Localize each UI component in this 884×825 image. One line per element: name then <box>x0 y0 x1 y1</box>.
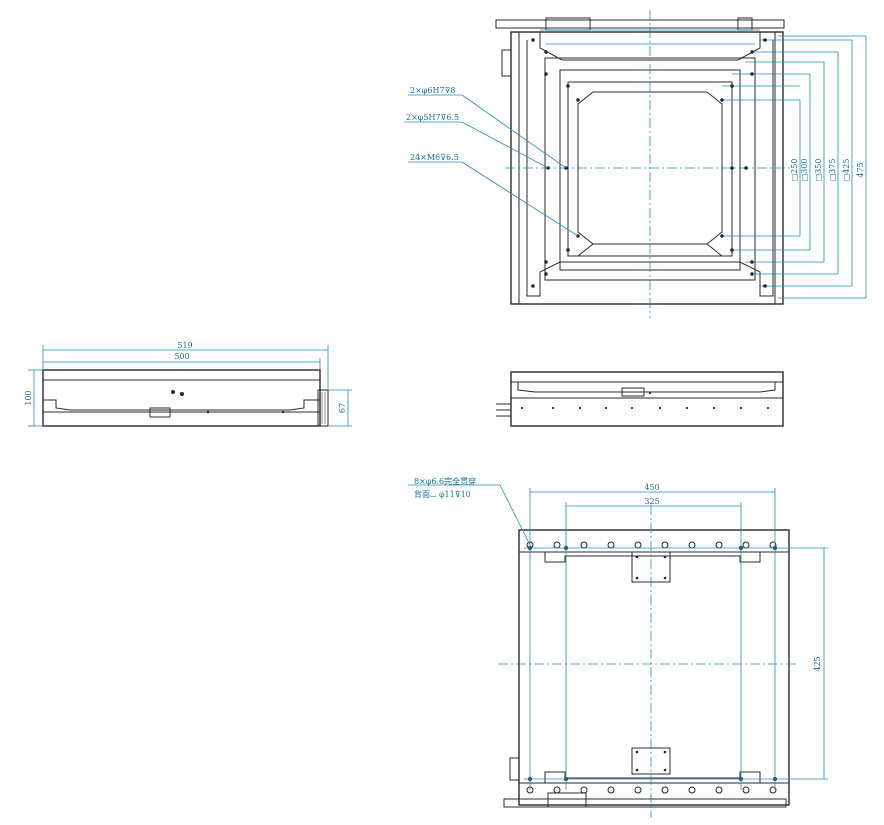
bottom-holes-bottom-row <box>526 786 777 794</box>
bottom-through-holes <box>528 546 777 781</box>
plan-view-top: □250 □300 □350 □375 □425 475 <box>404 10 867 318</box>
dim-500: 500 <box>174 352 189 361</box>
dim-450: 450 <box>644 483 659 492</box>
side-view-right <box>496 371 784 427</box>
callout-6h7: 2×φ6H7⊽8 <box>410 86 456 95</box>
side-handle <box>501 49 511 77</box>
side-body <box>510 371 784 427</box>
callout-5h7: 2×φ5H7⊽6.5 <box>406 113 459 122</box>
top-rail <box>495 19 785 29</box>
callout-leaders-top <box>404 94 579 237</box>
plan-holes <box>531 38 767 288</box>
callout-m6: 24×M6⊽6.5 <box>410 153 459 162</box>
dim-300: □300 <box>800 159 809 182</box>
bottom-body <box>518 529 790 806</box>
dim-325: 325 <box>644 497 659 506</box>
frame-contour-2 <box>544 57 756 281</box>
dim-425-bottom: 425 <box>813 656 822 671</box>
dim-425: □425 <box>842 159 851 182</box>
dim-250: □250 <box>790 159 799 182</box>
dim-519: 519 <box>177 341 192 350</box>
dim-475: 475 <box>856 162 865 177</box>
frame-contour-3 <box>559 69 741 271</box>
dim-375: □375 <box>828 159 837 182</box>
pocket-chamfers <box>577 91 723 257</box>
callout-counterbore: 背面⌴ φ11⊽10 <box>414 489 471 499</box>
dim-350: □350 <box>814 159 823 182</box>
callout-through-holes: 8×φ6.6完全贯穿 <box>414 476 476 486</box>
frame-contour-4 <box>567 81 733 257</box>
plan-extension-lines <box>540 29 867 299</box>
dim-100: 100 <box>24 390 33 405</box>
dim-67: 67 <box>338 403 347 413</box>
side-holes <box>520 391 770 410</box>
bottom-view: 450 325 425 8×φ6.6完全贯穿 背面⌴ φ11⊽10 <box>408 476 828 818</box>
front-view-left: 519 500 100 67 <box>24 341 352 427</box>
front-body <box>42 369 321 427</box>
